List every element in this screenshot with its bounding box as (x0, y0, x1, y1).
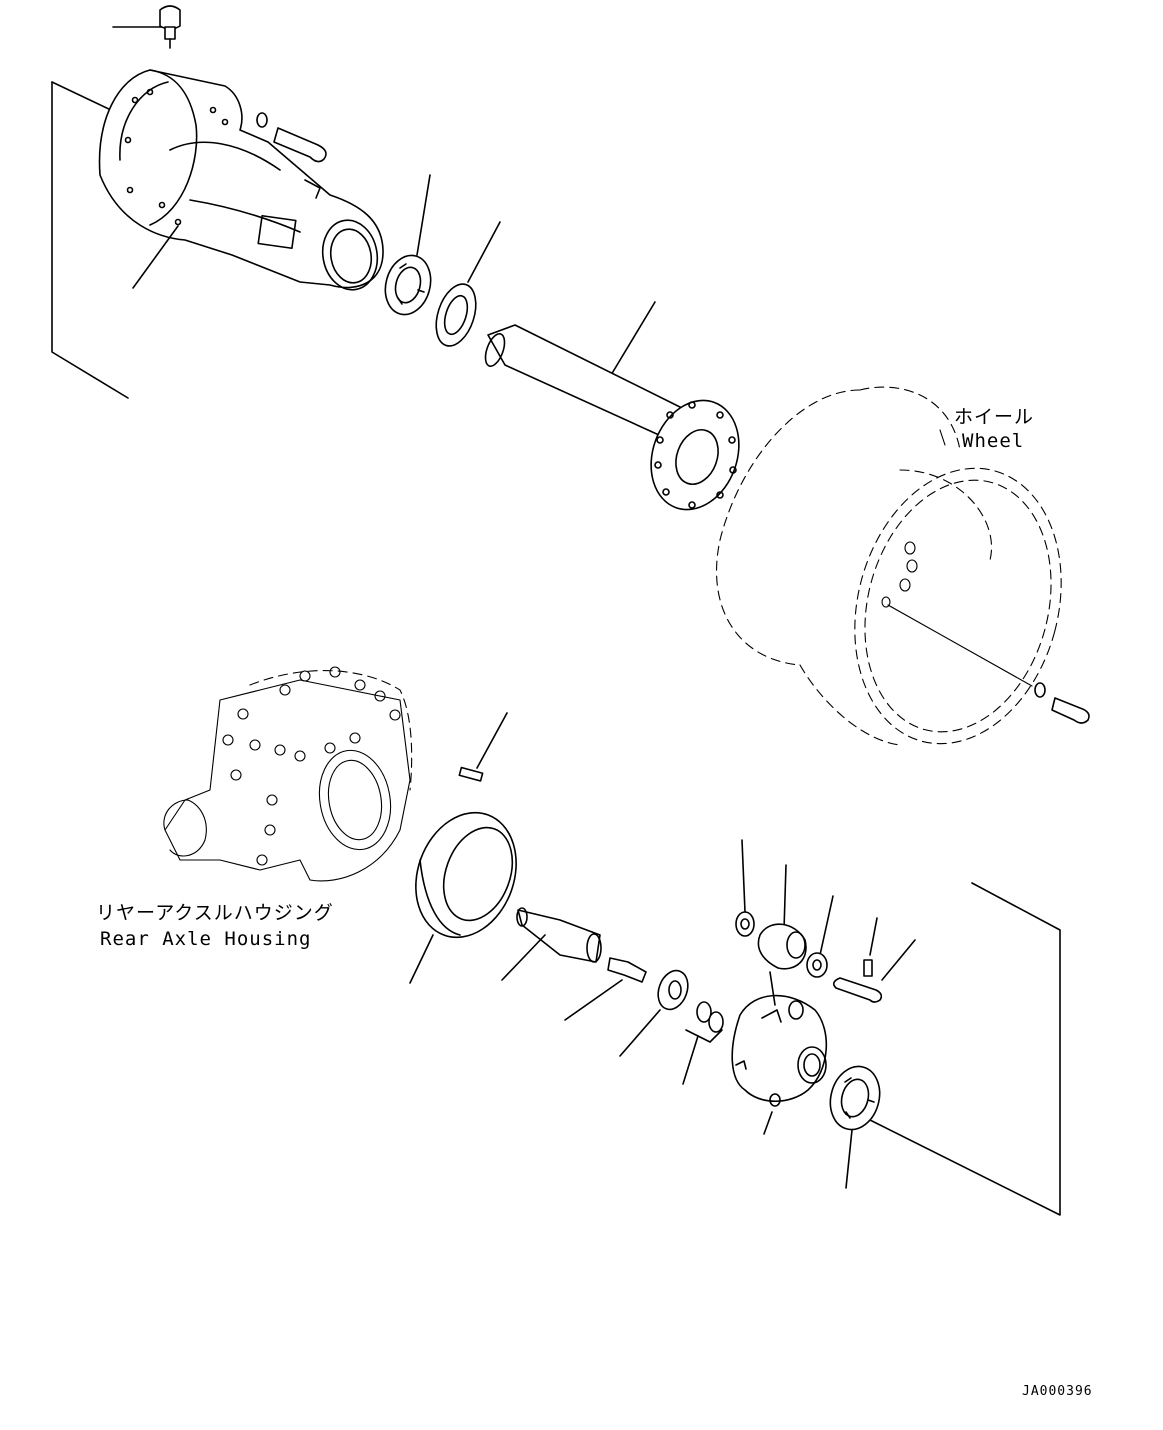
spacer-pair (682, 1001, 724, 1085)
cross-pin (832, 939, 916, 1003)
wheel-label-jp: ホイール (954, 406, 1035, 428)
axle-housing (98, 69, 384, 291)
differential-bearing (829, 1065, 881, 1189)
pinion-washer (806, 895, 834, 978)
housing-label-jp: リヤーアクスルハウジング (96, 902, 334, 924)
lock-pin (863, 917, 878, 977)
pinion-gear (757, 864, 807, 970)
lower-group-bracket (869, 882, 1061, 1216)
pinion-shaft (501, 907, 602, 981)
wheel-label-leader (939, 429, 946, 446)
ring-gear (409, 712, 517, 984)
breather-plug (112, 5, 181, 49)
spacer-ring (435, 221, 501, 347)
thrust-washer (619, 969, 689, 1057)
axle-shaft (484, 301, 740, 511)
drawing-code: JA000396 (1022, 1384, 1093, 1399)
side-nut (735, 839, 755, 937)
small-bolt (564, 957, 647, 1021)
rear-axle-housing-reference (163, 666, 413, 882)
housing-bolt (256, 112, 327, 163)
upper-bearing (384, 174, 432, 316)
wheel-label-en: Wheel (962, 430, 1025, 452)
housing-label-en: Rear Axle Housing (100, 928, 312, 950)
wheel-outline (716, 386, 1090, 746)
differential-case (731, 971, 828, 1135)
